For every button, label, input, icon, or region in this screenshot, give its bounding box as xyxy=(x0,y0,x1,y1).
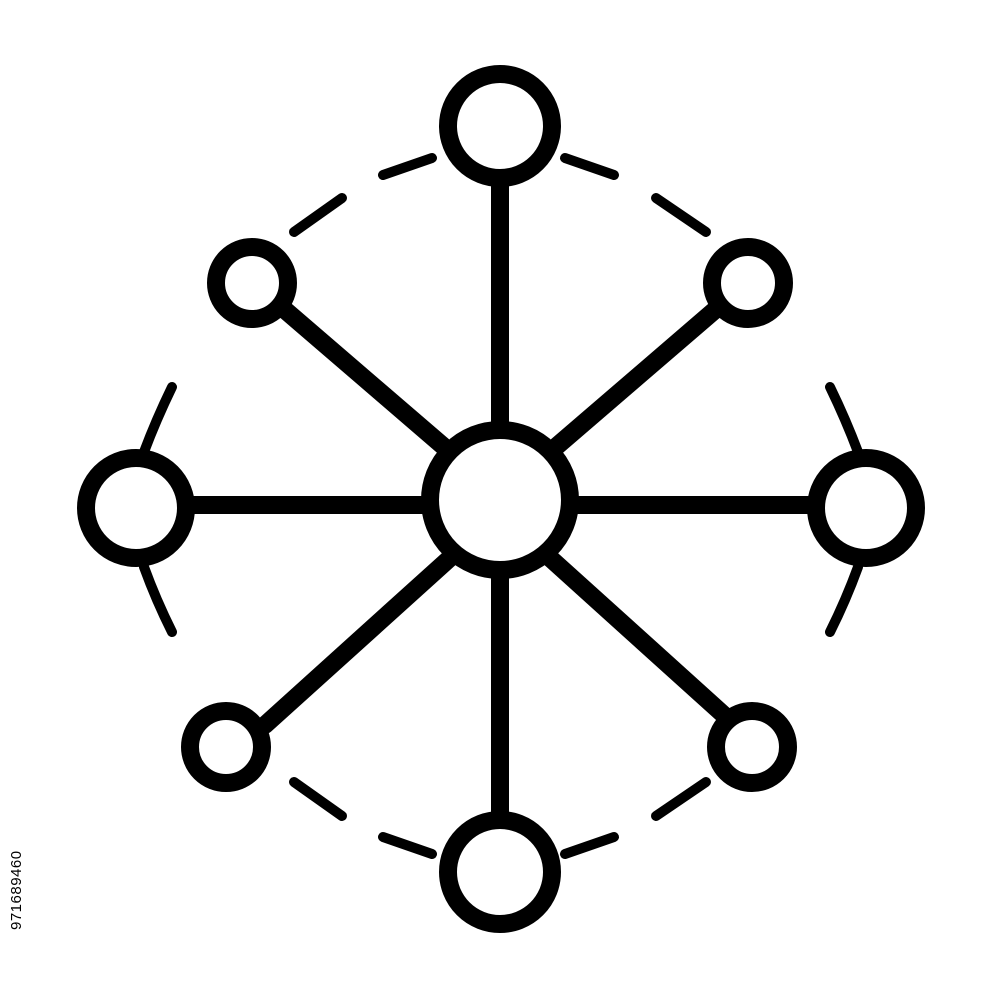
hub-node xyxy=(421,421,579,579)
node-north xyxy=(439,65,561,187)
orbit-dash xyxy=(560,153,619,180)
orbit-dash xyxy=(560,832,619,859)
spoke-southwest xyxy=(256,549,459,734)
orbit-dash xyxy=(139,382,177,457)
orbit-dash xyxy=(825,562,863,637)
spoke-northeast xyxy=(541,301,724,461)
nodes xyxy=(77,65,925,933)
orbit-dash xyxy=(651,193,711,237)
orbit-dash xyxy=(378,832,437,859)
node-east xyxy=(807,449,925,567)
node-southeast xyxy=(707,702,797,792)
spoke-northwest xyxy=(276,301,459,461)
orbit-dash xyxy=(289,193,347,237)
spoke-southeast xyxy=(541,549,744,734)
orbit-dash xyxy=(651,777,711,821)
node-northwest xyxy=(207,238,297,328)
node-northeast xyxy=(703,238,793,328)
orbit-dash xyxy=(378,153,437,180)
spokes xyxy=(181,176,819,824)
node-west xyxy=(77,449,195,567)
orbit-dash xyxy=(825,382,863,457)
dashed-orbit-ring xyxy=(139,153,863,859)
orbit-dash xyxy=(139,562,177,637)
orbit-dash xyxy=(289,777,347,821)
node-southwest xyxy=(181,702,271,792)
node-south xyxy=(439,811,561,933)
